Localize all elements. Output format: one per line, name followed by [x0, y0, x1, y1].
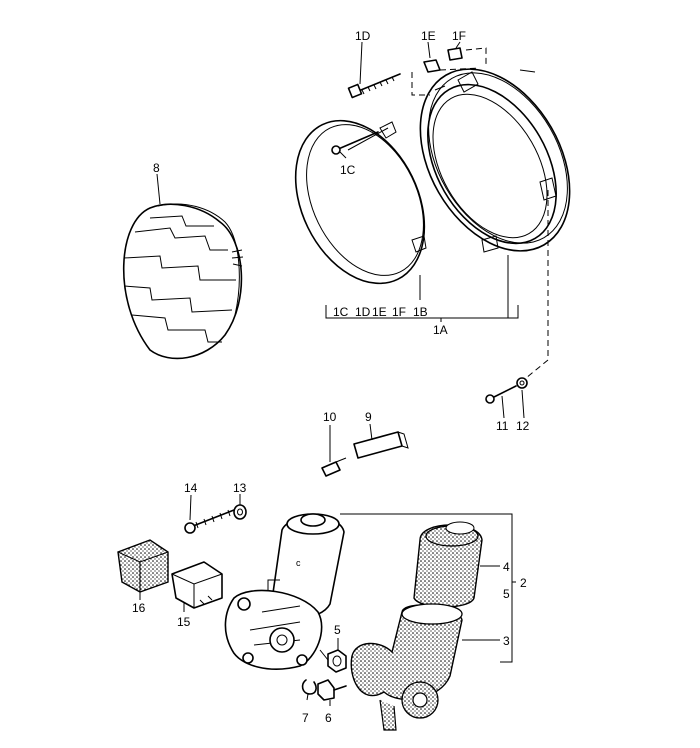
group-label-1c: 1C [333, 305, 349, 319]
group-label-1b: 1B [413, 305, 428, 319]
label-part-13: 13 [233, 481, 247, 495]
label-part-15: 15 [177, 615, 191, 629]
label-part-4: 4 [503, 560, 510, 574]
label-part-7: 7 [302, 711, 309, 725]
terminal-10 [321, 425, 347, 477]
washer-7 [301, 679, 317, 701]
label-part-9: 9 [365, 410, 372, 424]
trim-ring-part [294, 119, 427, 285]
label-motor-c: c [296, 558, 301, 568]
headlight-housing-part [419, 68, 571, 253]
relay-cover-16 [117, 539, 169, 600]
label-part-1f: 1F [452, 29, 466, 43]
bolt-6 [317, 679, 347, 706]
screw-11 [485, 385, 517, 419]
group-label-1d: 1D [355, 305, 371, 319]
bracket-1a [325, 255, 519, 322]
wiper-motor-assembly [224, 513, 345, 670]
dashed-leaders-top [411, 47, 487, 96]
label-part-3: 3 [503, 634, 510, 648]
label-part-10: 10 [323, 410, 337, 424]
label-part-16: 16 [132, 601, 146, 615]
sealed-beam-lens-part [122, 173, 244, 360]
sleeve-9 [353, 423, 409, 459]
bracket-2 [340, 513, 516, 663]
nut-13 [233, 494, 247, 520]
clip-1e [423, 41, 441, 73]
screw-1c [331, 131, 379, 159]
label-part-1c: 1C [340, 163, 356, 177]
adjuster-1f [447, 41, 463, 61]
dashed-leader-lower [525, 190, 549, 379]
label-part-8: 8 [153, 161, 160, 175]
label-part-1e: 1E [421, 29, 436, 43]
label-part-11: 11 [496, 419, 509, 433]
boot-cap-4 [413, 521, 500, 608]
relay-15 [171, 561, 223, 612]
nut-5 [327, 638, 347, 673]
label-part-2: 2 [520, 576, 527, 590]
label-part-1d: 1D [355, 29, 371, 43]
screw-1d [347, 41, 401, 99]
motor-housing-3 [350, 603, 500, 731]
group-label-1f: 1F [392, 305, 406, 319]
label-part-5: 5 [334, 623, 341, 637]
label-part-12: 12 [516, 419, 530, 433]
screw-14 [184, 494, 235, 534]
washer-12 [516, 377, 528, 419]
label-part-6: 6 [325, 711, 332, 725]
group-label-1e: 1E [372, 305, 387, 319]
label-part-1a: 1A [433, 323, 448, 337]
label-part-5-right: 5 [503, 587, 510, 601]
label-part-14: 14 [184, 481, 198, 495]
